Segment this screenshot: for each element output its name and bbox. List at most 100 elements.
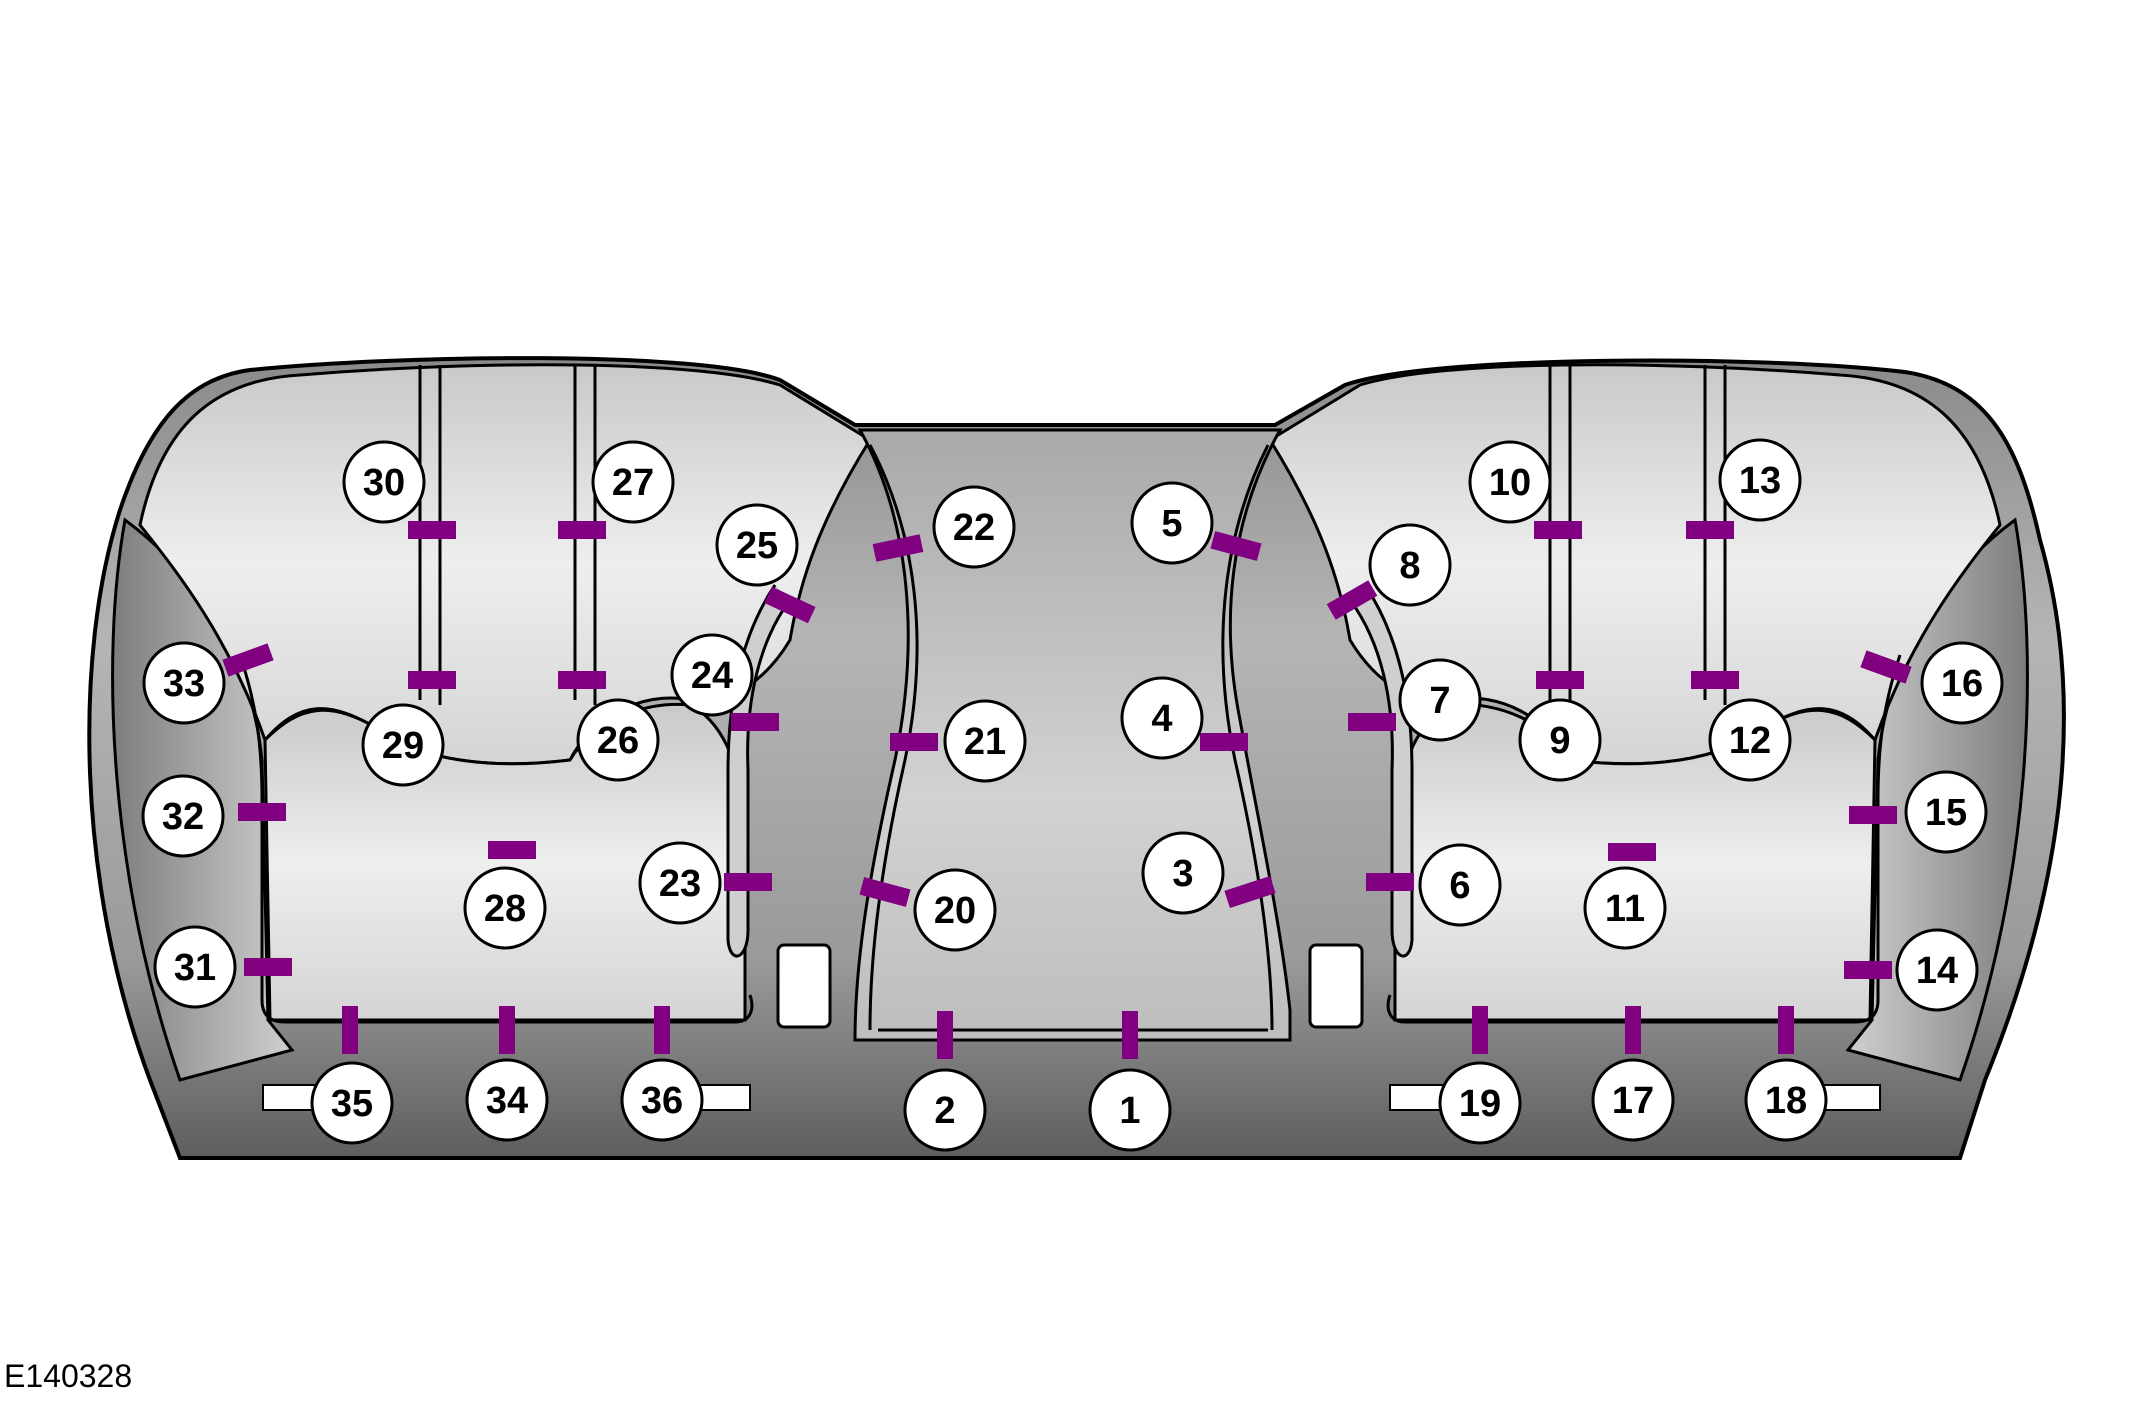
callout-number-5: 5	[1161, 503, 1182, 545]
callout-number-10: 10	[1489, 462, 1531, 504]
clip-marker-9	[1536, 671, 1584, 689]
callout-number-4: 4	[1151, 698, 1172, 740]
clip-marker-13	[1686, 521, 1734, 539]
callout-number-35: 35	[331, 1083, 373, 1125]
clip-marker-24	[731, 713, 779, 731]
callout-circle-34	[465, 1058, 549, 1142]
callout-number-32: 32	[162, 796, 204, 838]
callout-29: 29	[361, 703, 445, 787]
callout-26: 26	[576, 698, 660, 782]
clip-marker-22	[872, 534, 924, 562]
callout-circle-29	[361, 703, 445, 787]
clip-markers	[222, 521, 1912, 1059]
callout-number-31: 31	[174, 947, 216, 989]
callout-circle-1	[1088, 1068, 1172, 1152]
callout-27: 27	[591, 440, 675, 524]
clip-marker-31	[244, 958, 292, 976]
callout-number-24: 24	[691, 655, 733, 697]
callout-circle-19	[1438, 1061, 1522, 1145]
clip-marker-36	[654, 1006, 670, 1054]
callout-number-2: 2	[934, 1090, 955, 1132]
callout-number-16: 16	[1941, 663, 1983, 705]
callout-circle-2	[903, 1068, 987, 1152]
clip-marker-32	[238, 803, 286, 821]
callout-31: 31	[153, 925, 237, 1009]
center-left-channel	[868, 444, 919, 1031]
clip-marker-34	[499, 1006, 515, 1054]
callout-circle-32	[141, 774, 225, 858]
callout-number-14: 14	[1916, 950, 1958, 992]
callout-number-7: 7	[1429, 680, 1450, 722]
callout-32: 32	[141, 774, 225, 858]
callout-number-3: 3	[1172, 853, 1193, 895]
callout-8: 8	[1368, 523, 1452, 607]
callout-number-18: 18	[1765, 1080, 1807, 1122]
clip-marker-20	[859, 877, 911, 907]
left-hook-block	[776, 943, 832, 1029]
clip-marker-35	[342, 1006, 358, 1054]
callout-7: 7	[1398, 658, 1482, 742]
callout-3: 3	[1141, 831, 1225, 915]
clip-marker-17	[1625, 1006, 1641, 1054]
callout-circle-18	[1744, 1058, 1828, 1142]
callout-number-6: 6	[1449, 865, 1470, 907]
clip-marker-1	[1122, 1011, 1138, 1059]
clip-marker-2	[937, 1011, 953, 1059]
callout-number-17: 17	[1612, 1080, 1654, 1122]
callout-circle-17	[1591, 1058, 1675, 1142]
callout-circle-10	[1468, 440, 1552, 524]
callout-16: 16	[1920, 641, 2004, 725]
clip-marker-10	[1534, 521, 1582, 539]
callout-number-28: 28	[484, 888, 526, 930]
callout-circle-12	[1708, 698, 1792, 782]
callout-number-9: 9	[1549, 720, 1570, 762]
callout-number-27: 27	[612, 462, 654, 504]
callout-number-11: 11	[1605, 888, 1645, 930]
callout-circle-26	[576, 698, 660, 782]
callout-circle-22	[932, 485, 1016, 569]
clip-marker-14	[1844, 961, 1892, 979]
callout-number-33: 33	[163, 663, 205, 705]
callout-21: 21	[943, 699, 1027, 783]
clip-marker-8	[1326, 580, 1378, 620]
callout-number-13: 13	[1739, 460, 1781, 502]
clip-marker-18	[1778, 1006, 1794, 1054]
callout-19: 19	[1438, 1061, 1522, 1145]
clip-marker-27	[558, 521, 606, 539]
callout-circle-3	[1141, 831, 1225, 915]
clip-marker-16	[1860, 650, 1912, 684]
clip-marker-29	[408, 671, 456, 689]
callout-number-23: 23	[659, 863, 701, 905]
callout-circle-21	[943, 699, 1027, 783]
left-perimeter-channel	[238, 654, 754, 1024]
callout-number-36: 36	[641, 1080, 683, 1122]
callout-23: 23	[638, 841, 722, 925]
callout-number-12: 12	[1729, 720, 1771, 762]
callout-circle-23	[638, 841, 722, 925]
clip-marker-30	[408, 521, 456, 539]
callout-circle-33	[142, 641, 226, 725]
clip-marker-6	[1366, 873, 1414, 891]
callout-circle-15	[1904, 770, 1988, 854]
callout-28: 28	[463, 866, 547, 950]
callout-number-34: 34	[486, 1080, 528, 1122]
callout-14: 14	[1895, 928, 1979, 1012]
callout-22: 22	[932, 485, 1016, 569]
clip-marker-19	[1472, 1006, 1488, 1054]
callout-number-19: 19	[1459, 1083, 1501, 1125]
clip-marker-11	[1608, 843, 1656, 861]
callout-15: 15	[1904, 770, 1988, 854]
callout-number-22: 22	[953, 507, 995, 549]
clip-marker-25	[764, 586, 816, 624]
callout-number-8: 8	[1399, 545, 1420, 587]
callout-circle-20	[913, 868, 997, 952]
clip-marker-26	[558, 671, 606, 689]
right-hook-block	[1308, 943, 1364, 1029]
callout-17: 17	[1591, 1058, 1675, 1142]
callout-circle-4	[1120, 676, 1204, 760]
callout-circle-5	[1130, 481, 1214, 565]
callout-circle-35	[310, 1061, 394, 1145]
callout-2: 2	[903, 1068, 987, 1152]
callout-number-29: 29	[382, 725, 424, 767]
